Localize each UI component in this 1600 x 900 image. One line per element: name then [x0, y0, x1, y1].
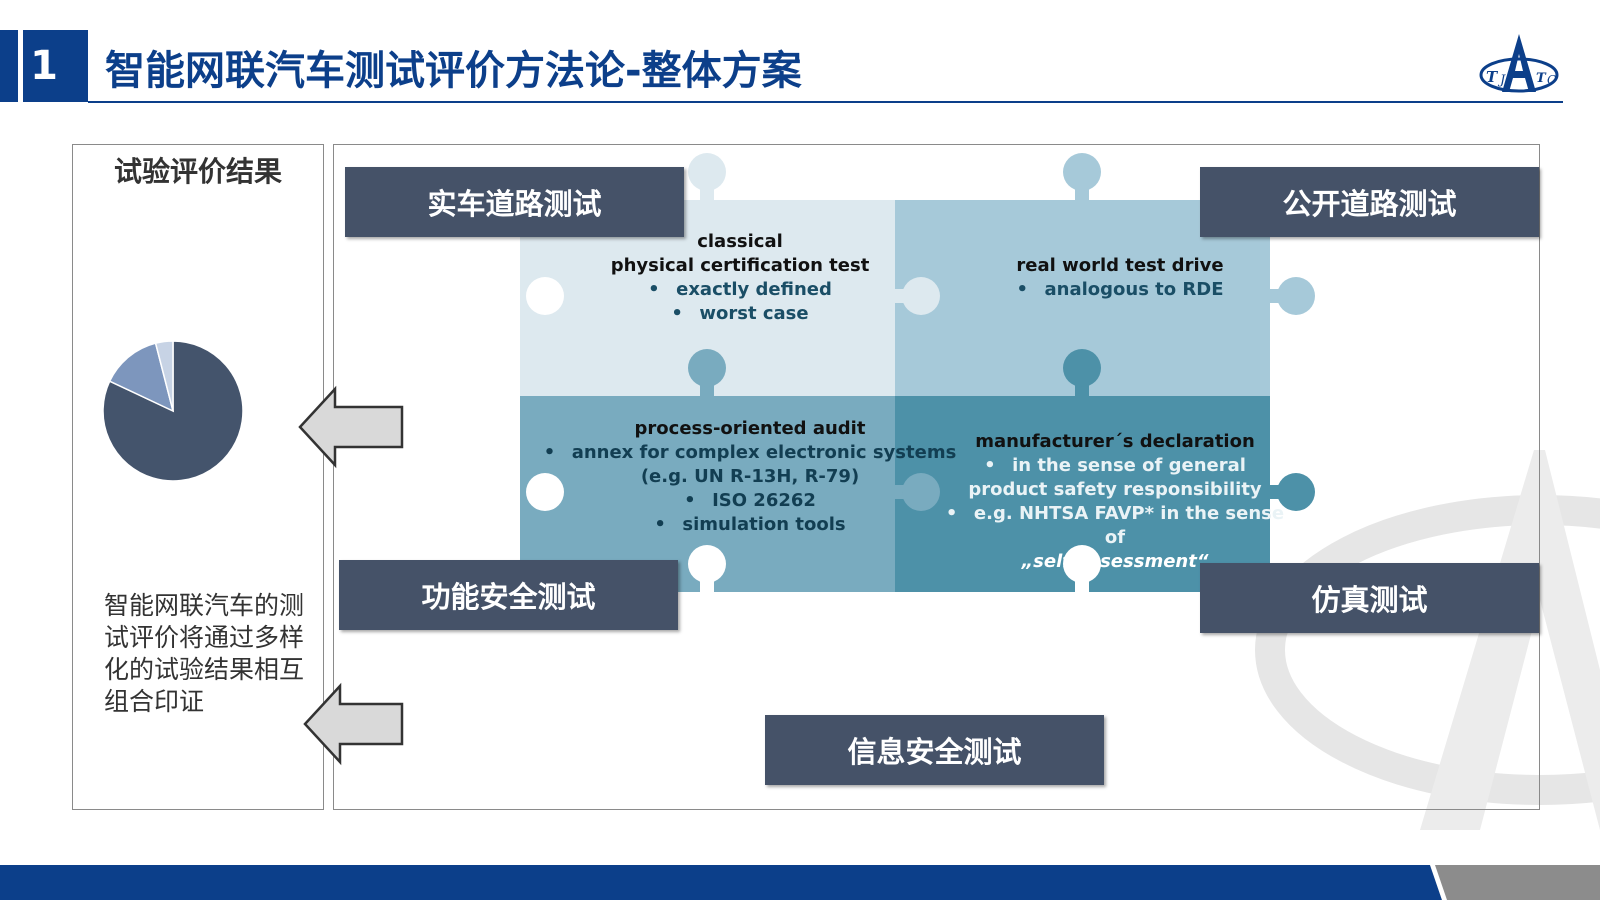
left-arrow-icon: [298, 385, 404, 469]
svg-text:J: J: [1497, 73, 1506, 88]
svg-text:T: T: [1536, 71, 1547, 86]
results-description: 智能网联汽车的测试评价将通过多样化的试验结果相互组合印证: [104, 591, 305, 716]
bullet-continuation: product safety responsibility: [968, 479, 1262, 500]
label-real-vehicle-road-test: 实车道路测试: [345, 167, 684, 237]
pie-slice: [108, 342, 175, 413]
bullet-item: analogous to RDE: [985, 278, 1255, 302]
quadrant-heading: physical certification test: [610, 255, 870, 276]
title-underline: [88, 101, 1563, 103]
quadrant-bottom-left-text: process-oriented audit annex for complex…: [540, 417, 960, 537]
bullet-continuation: (e.g. UN R-13H, R-79): [640, 466, 860, 487]
pie-slice: [154, 340, 174, 412]
bullet-item: in the sense of general: [935, 454, 1295, 478]
company-logo: T J T C: [1479, 34, 1559, 93]
quadrant-bottom-right-text: manufacturer´s declaration in the sense …: [935, 430, 1295, 574]
bullet-item: e.g. NHTSA FAVP* in the sense of: [935, 502, 1295, 550]
footer-bar: [0, 865, 1600, 900]
footer-accent: [1430, 865, 1600, 900]
slide-number: 1: [0, 30, 88, 102]
page-title: 智能网联汽车测试评价方法论-整体方案: [105, 48, 802, 94]
label-simulation-test: 仿真测试: [1200, 563, 1539, 633]
quadrant-top-right-text: real world test drive analogous to RDE: [985, 254, 1255, 302]
quadrant-heading: process-oriented audit: [634, 418, 866, 439]
left-arrow-icon: [303, 682, 404, 766]
bullet-item: ISO 26262: [540, 489, 960, 513]
bullet-item: simulation tools: [540, 513, 960, 537]
label-information-security-test: 信息安全测试: [765, 715, 1104, 785]
svg-text:T: T: [1486, 68, 1499, 86]
label-functional-safety-test: 功能安全测试: [339, 560, 678, 630]
results-panel: [72, 144, 324, 810]
test-methods-panel: [333, 144, 1540, 810]
quadrant-heading: manufacturer´s declaration: [975, 431, 1255, 452]
bullet-item: exactly defined: [590, 278, 890, 302]
quadrant-top-left-text: classical physical certification test ex…: [590, 230, 890, 326]
quadrant-heading: classical: [697, 231, 783, 252]
quadrant-heading: real world test drive: [1016, 255, 1224, 276]
results-title: 试验评价结果: [113, 155, 282, 188]
bullet-item: annex for complex electronic systems: [540, 441, 960, 465]
bullet-continuation: „self-assessment“: [1021, 551, 1209, 572]
svg-text:C: C: [1547, 73, 1556, 87]
watermark-logo: [1255, 450, 1600, 830]
bullet-item: worst case: [590, 302, 890, 326]
label-open-road-test: 公开道路测试: [1200, 167, 1539, 237]
results-pie-chart: [102, 340, 244, 482]
